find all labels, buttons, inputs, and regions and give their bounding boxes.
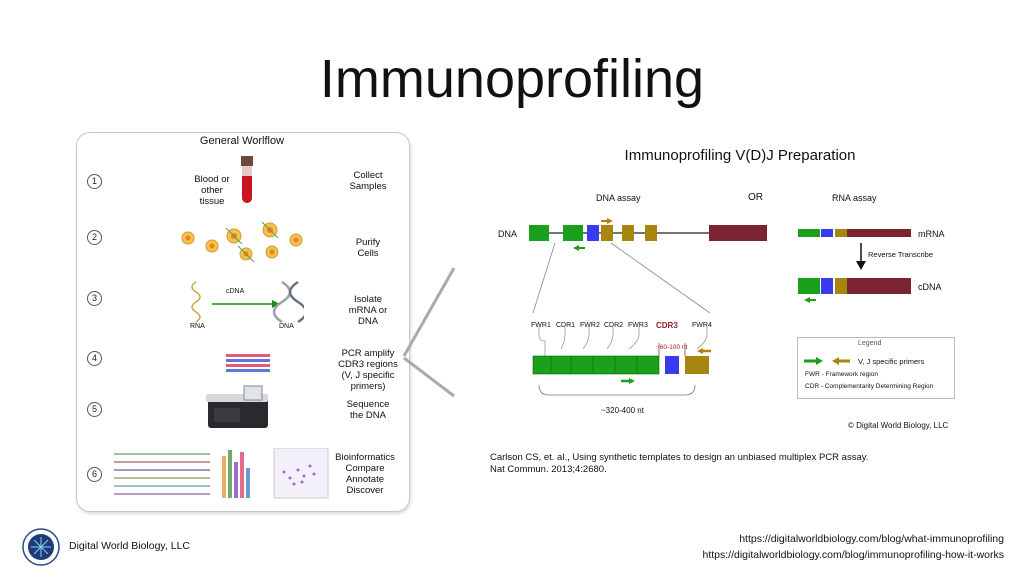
j-segment xyxy=(622,225,634,241)
nt-small-label: ~60-100 nt xyxy=(656,344,688,351)
step-desc: Collect Samples xyxy=(349,170,387,192)
dna-assay-label: DNA assay xyxy=(596,193,641,203)
region-label: FWR3 xyxy=(628,322,648,329)
zoom-connector xyxy=(402,267,456,398)
nt-large-label: ~320-400 nt xyxy=(601,406,644,415)
dwb-logo xyxy=(22,528,60,566)
pcr-product-icon xyxy=(226,354,270,372)
region-label: CDR2 xyxy=(604,322,624,329)
cells-icon xyxy=(181,221,303,263)
v-segment xyxy=(529,225,549,241)
step-number: 3 xyxy=(87,291,102,306)
footer-link-1[interactable]: https://digitalworldbiology.com/blog/wha… xyxy=(739,533,1004,545)
rna-label: RNA xyxy=(190,323,205,330)
legend-title: Legend xyxy=(858,340,882,347)
step-number: 4 xyxy=(87,351,102,366)
citation: Carlson CS, et. al., Using synthetic tem… xyxy=(490,452,868,476)
citation-line2: Nat Commun. 2013;4:2680. xyxy=(490,464,607,475)
region-label: FWR2 xyxy=(580,322,600,329)
step-number: 5 xyxy=(87,402,102,417)
step-desc: Purify Cells xyxy=(355,237,381,259)
region-label: FWR4 xyxy=(692,322,712,329)
footer-link-2[interactable]: https://digitalworldbiology.com/blog/imm… xyxy=(702,549,1004,561)
rna-assay-label: RNA assay xyxy=(832,193,877,203)
vdj-diagram xyxy=(529,218,911,396)
diagram-copyright: © Digital World Biology, LLC xyxy=(848,421,949,430)
cdr3-label: CDR3 xyxy=(656,321,678,330)
primer-arrows-icon xyxy=(804,357,850,365)
vdj-title: Immunoprofiling V(D)J Preparation xyxy=(624,147,856,164)
step-number: 1 xyxy=(87,174,102,189)
footer-org: Digital World Biology, LLC xyxy=(69,540,190,552)
v-segment xyxy=(563,225,583,241)
legend-cdr: CDR - Complementarity Determining Region xyxy=(805,383,934,390)
citation-line1: Carlson CS, et. al., Using synthetic tem… xyxy=(490,452,869,463)
dna-row-label: DNA xyxy=(498,229,518,239)
step-desc: Bioinformatics Compare Annotate Discover xyxy=(335,452,395,496)
reverse-transcribe-label: Reverse Transcribe xyxy=(868,250,934,259)
tissue-label: Blood or other tissue xyxy=(194,174,230,207)
legend-primers: V, J specific primers xyxy=(858,357,925,366)
step-desc: Isolate mRNA or DNA xyxy=(348,294,388,327)
j-segment xyxy=(601,225,613,241)
region-label: FWR1 xyxy=(531,322,551,329)
d-segment xyxy=(587,225,599,241)
dna-label: DNA xyxy=(279,323,294,330)
region-label: CDR1 xyxy=(556,322,576,329)
step-desc: Sequence the DNA xyxy=(346,399,390,421)
blood-tube-icon xyxy=(241,156,253,203)
cdna-row-label: cDNA xyxy=(918,282,942,292)
page-title: Immunoprofiling xyxy=(319,49,705,109)
step-number: 6 xyxy=(87,467,102,482)
mrna-label: mRNA xyxy=(918,229,945,239)
cdna-label: cDNA xyxy=(226,288,245,295)
constant-segment xyxy=(709,225,767,241)
sequencer-icon xyxy=(206,385,268,428)
or-label: OR xyxy=(748,192,763,203)
bioinformatics-visuals xyxy=(114,448,329,499)
j-segment xyxy=(645,225,657,241)
step-desc: PCR amplify CDR3 regions (V, J specific … xyxy=(338,348,398,392)
workflow-title: General Worlflow xyxy=(199,135,285,147)
step-number: 2 xyxy=(87,230,102,245)
legend-fwr: FWR - Framework region xyxy=(805,371,878,378)
legend xyxy=(797,337,955,399)
rna-to-dna-icon xyxy=(191,280,304,324)
